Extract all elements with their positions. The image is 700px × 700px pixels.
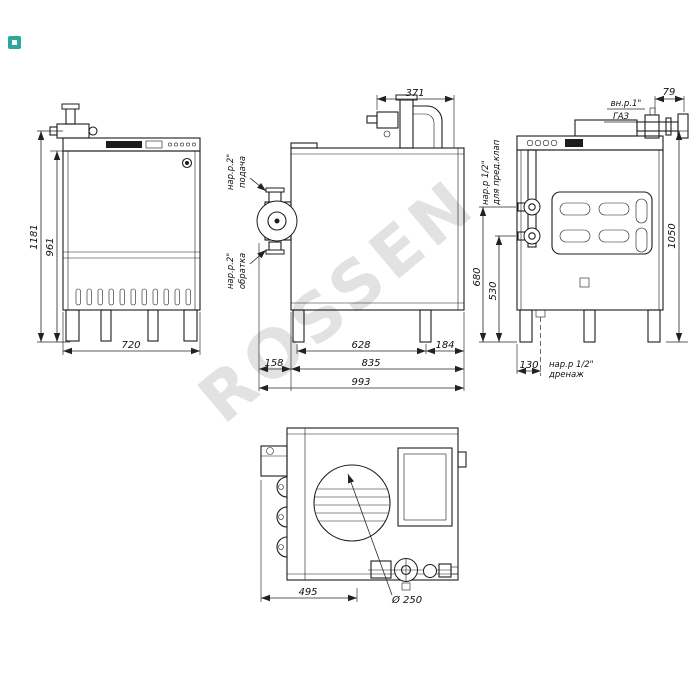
dim-184-label: 184 <box>435 340 454 351</box>
top-hinges <box>276 476 288 558</box>
dim-628-label: 628 <box>351 340 370 351</box>
side-view: нар.р.2" подача нар.р.2" обратка 371 628 <box>226 88 465 392</box>
page-marker-icon <box>8 36 21 49</box>
dim-371-label: 371 <box>405 88 424 99</box>
dim-130-label: 130 <box>519 360 538 371</box>
rear-view: вн.р.1" ГАЗ <box>472 87 689 380</box>
dim-993-label: 993 <box>351 377 370 388</box>
top-outline <box>286 427 459 581</box>
dim-250-label: Ø 250 <box>391 594 422 606</box>
dim-1050-label: 1050 <box>667 223 678 248</box>
label-supply-thread: нар.р.2" <box>226 154 236 190</box>
dim-961-label: 961 <box>45 237 56 256</box>
dim-680-label: 680 <box>472 267 483 286</box>
front-view: 1181 961 720 <box>29 103 201 355</box>
label-supply-name: подача <box>238 156 248 188</box>
dim-1181-label: 1181 <box>29 224 40 249</box>
dim-530-label: 530 <box>488 281 499 300</box>
top-flue <box>313 464 391 542</box>
label-valve-thread: нар.р 1/2" <box>481 160 491 205</box>
rear-gas-train <box>636 107 689 139</box>
front-control-panel <box>62 137 201 152</box>
rear-body <box>516 119 664 343</box>
label-gas-name: ГАЗ <box>613 112 630 122</box>
label-return-name: обратка <box>238 253 248 289</box>
side-burner <box>366 94 443 149</box>
label-drain-thread: нар.р 1/2" <box>549 360 594 370</box>
side-port-labels: нар.р.2" подача нар.р.2" обратка <box>226 154 267 289</box>
dim-495-label: 495 <box>298 587 317 598</box>
dim-720-label: 720 <box>121 340 140 351</box>
label-return-thread: нар.р.2" <box>226 253 236 289</box>
dim-79-label: 79 <box>663 87 676 98</box>
top-view: 495 Ø 250 <box>260 427 467 606</box>
side-flange <box>256 187 298 255</box>
front-dimensions: 1181 961 720 <box>29 130 201 355</box>
top-dimensions: 495 Ø 250 <box>260 473 422 606</box>
label-gas-thread: вн.р.1" <box>611 99 642 109</box>
rear-dimensions: 79 1050 нар.р 1/2" для пред.клап 680 530 <box>472 87 688 380</box>
top-control-box <box>397 447 467 527</box>
front-body <box>62 150 201 342</box>
watermark-text: ROSSEN <box>184 163 490 438</box>
label-valve-name: для пред.клап <box>492 139 502 206</box>
rear-gas-labels: вн.р.1" ГАЗ <box>604 99 645 123</box>
label-drain-name: дренаж <box>548 370 584 380</box>
front-burner <box>49 103 98 139</box>
dim-158-label: 158 <box>264 358 283 369</box>
top-bracket <box>260 445 288 477</box>
dim-835-label: 835 <box>361 358 380 369</box>
top-gas-fittings <box>368 558 459 591</box>
side-dimensions: 371 628 184 158 835 993 <box>258 88 465 392</box>
rear-slot-panel <box>551 191 653 288</box>
rear-safety-ports <box>517 149 541 248</box>
